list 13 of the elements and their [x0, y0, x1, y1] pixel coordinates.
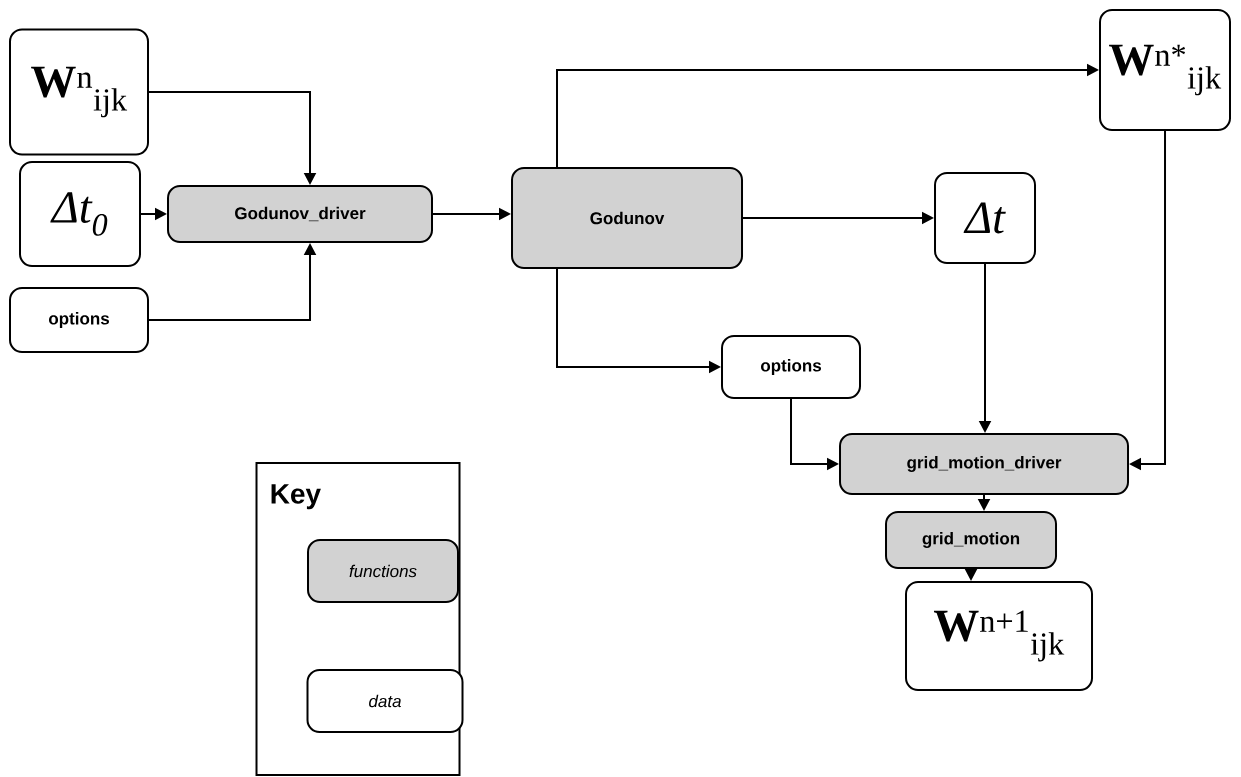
data-box: W$^{n+1}$ijk [905, 581, 1093, 691]
function-box: Godunov [511, 167, 743, 269]
function-box: functions [307, 539, 459, 603]
data-box: options [721, 335, 861, 399]
data-box: W$^{n*}$ijk [1099, 9, 1231, 131]
data-box: W$^{n}$ijk [9, 28, 149, 156]
data-box: Δt [934, 172, 1036, 264]
function-box: Godunov_driver [167, 185, 433, 243]
data-box: options [9, 287, 149, 353]
data-box: Δt$_{0}$ [19, 161, 141, 267]
function-box: grid_motion_driver [839, 433, 1129, 495]
data-box: data [306, 669, 464, 733]
function-box: grid_motion [885, 511, 1057, 569]
